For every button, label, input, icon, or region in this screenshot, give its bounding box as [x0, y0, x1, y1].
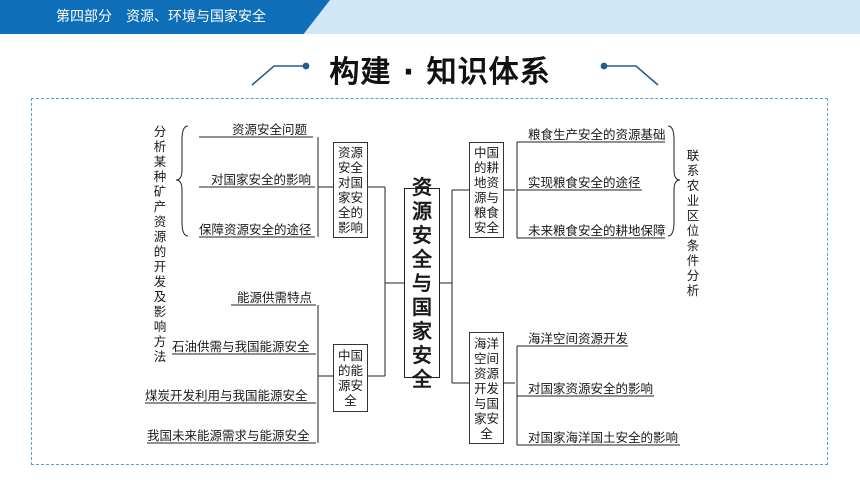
farmland-item-2: 实现粮食安全的途径 — [528, 175, 641, 190]
farmland-box: 中国的耕地资源与粮食安全 — [469, 142, 504, 238]
energy-item-1: 能源供需特点 — [237, 290, 313, 305]
ocean-box: 海洋空间资源开发与国家安全 — [469, 332, 504, 444]
resource-item-2: 对国家安全的影响 — [211, 172, 312, 187]
section-title: 第四部分 资源、环境与国家安全 — [56, 9, 266, 25]
right-brace — [667, 125, 681, 237]
energy-item-3: 煤炭开发利用与我国能源安全 — [145, 388, 308, 403]
page-title: 构建 · 知识体系 — [329, 55, 551, 90]
resource-item-1: 资源安全问题 — [232, 122, 308, 137]
center-node: 资源安全与国家安全 — [404, 175, 440, 391]
ocean-item-1: 海洋空间资源开发 — [528, 331, 629, 346]
farmland-item-1: 粮食生产安全的资源基础 — [528, 127, 666, 142]
left-brace — [175, 125, 189, 237]
diagram-frame — [31, 98, 828, 465]
ocean-item-2: 对国家资源安全的影响 — [528, 381, 654, 396]
section-tab — [0, 0, 330, 34]
energy-item-2: 石油供需与我国能源安全 — [172, 339, 310, 354]
left-note: 分析某种矿产资源的开发及影响方法 — [153, 124, 167, 364]
ocean-item-3: 对国家海洋国土安全的影响 — [528, 430, 679, 445]
energy-box: 中国的能源安全 — [333, 344, 368, 412]
farmland-item-3: 未来粮食安全的耕地保障 — [528, 223, 666, 238]
title-dot-right — [600, 62, 608, 70]
energy-item-4: 我国未来能源需求与能源安全 — [147, 428, 310, 443]
header-bar: 第四部分 资源、环境与国家安全 — [0, 0, 860, 34]
right-note: 联系农业区位条件分析 — [686, 148, 700, 298]
resource-security-box: 资源安全对国家安全的影响 — [333, 142, 368, 238]
title-dot-left — [302, 62, 310, 70]
title-decoration — [251, 65, 659, 86]
resource-item-3: 保障资源安全的途径 — [199, 222, 312, 237]
